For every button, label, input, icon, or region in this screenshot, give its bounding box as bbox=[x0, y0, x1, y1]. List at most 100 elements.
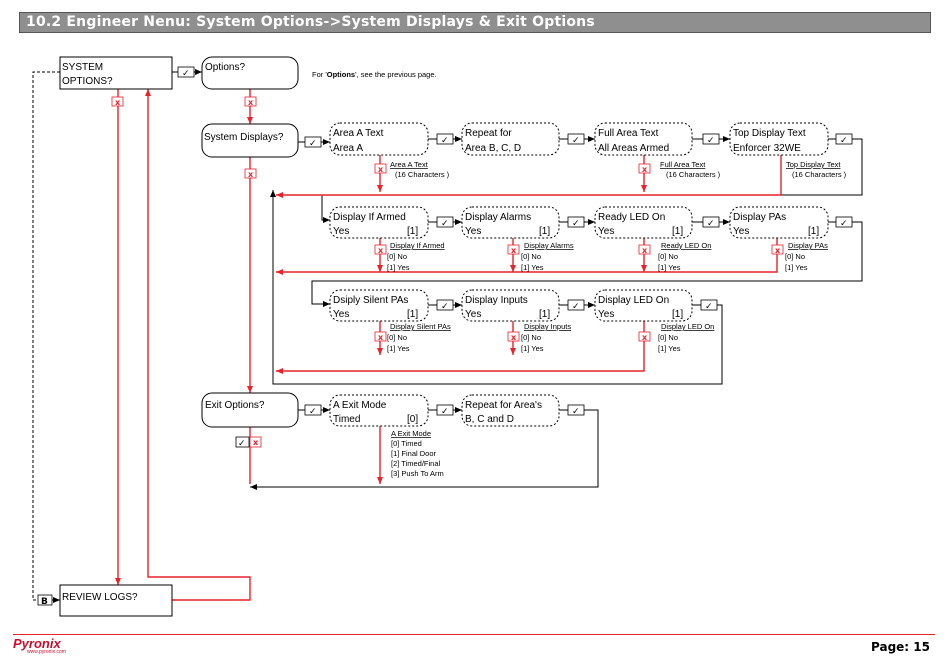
node-display-if-armed[interactable]: Display If Armed Yes [1] bbox=[329, 206, 429, 239]
note-a-exit-mode: A Exit Mode [0] Timed [1] Final Door [2]… bbox=[391, 429, 444, 478]
svg-text:SYSTEM: SYSTEM bbox=[62, 62, 103, 73]
svg-text:B: B bbox=[41, 597, 48, 607]
svg-text:Display PAs: Display PAs bbox=[733, 212, 786, 223]
note-display-alarms: Display Alarms [0] No [1] Yes bbox=[521, 241, 574, 272]
cross-key[interactable]: x bbox=[374, 163, 387, 174]
tick-key[interactable]: ✓ bbox=[235, 436, 250, 449]
node-ready-led-on[interactable]: Ready LED On Yes [1] bbox=[594, 206, 693, 239]
tick-key[interactable]: ✓ bbox=[436, 216, 454, 229]
cross-key[interactable]: x bbox=[111, 96, 124, 107]
node-repeat-bcd[interactable]: Repeat for Area B, C, D bbox=[461, 122, 560, 156]
cross-key[interactable]: x bbox=[638, 331, 651, 342]
tick-key[interactable]: ✓ bbox=[567, 216, 585, 229]
svg-text:Timed: Timed bbox=[333, 414, 360, 425]
node-display-alarms[interactable]: Display Alarms Yes [1] bbox=[461, 206, 560, 239]
svg-text:A Exit Mode: A Exit Mode bbox=[333, 400, 387, 411]
svg-text:✓: ✓ bbox=[572, 136, 580, 146]
tick-key[interactable]: ✓ bbox=[567, 299, 585, 312]
tick-key[interactable]: ✓ bbox=[567, 133, 585, 146]
tick-key[interactable]: ✓ bbox=[436, 299, 454, 312]
svg-text:x: x bbox=[642, 333, 648, 342]
tick-key[interactable]: ✓ bbox=[304, 136, 322, 149]
tick-key[interactable]: ✓ bbox=[702, 133, 720, 146]
svg-text:[1] Yes: [1] Yes bbox=[785, 263, 808, 272]
node-display-pas[interactable]: Display PAs Yes [1] bbox=[729, 206, 829, 239]
svg-text:[0] No: [0] No bbox=[658, 333, 678, 342]
cross-key[interactable]: x bbox=[507, 331, 520, 342]
cross-key[interactable]: x bbox=[249, 436, 262, 448]
note-display-silent-pas: Display Silent PAs [0] No [1] Yes bbox=[387, 322, 451, 353]
svg-text:[0] No: [0] No bbox=[521, 252, 541, 261]
svg-text:Display Silent PAs: Display Silent PAs bbox=[390, 322, 451, 331]
svg-text:Display LED On: Display LED On bbox=[598, 295, 669, 306]
svg-text:✓: ✓ bbox=[441, 407, 449, 417]
cross-key[interactable]: x bbox=[244, 168, 257, 179]
svg-text:Area B, C, D: Area B, C, D bbox=[465, 143, 521, 154]
svg-text:Display LED On: Display LED On bbox=[661, 322, 714, 331]
svg-text:✓: ✓ bbox=[309, 407, 317, 417]
b-key[interactable]: B bbox=[37, 594, 53, 607]
tick-key[interactable]: ✓ bbox=[702, 216, 720, 229]
node-system-options[interactable]: SYSTEM OPTIONS? bbox=[59, 56, 173, 90]
tick-key[interactable]: ✓ bbox=[700, 299, 718, 312]
svg-text:✓: ✓ bbox=[441, 302, 449, 312]
cross-key[interactable]: x bbox=[374, 244, 387, 255]
svg-text:✓: ✓ bbox=[840, 136, 848, 146]
svg-text:OPTIONS?: OPTIONS? bbox=[62, 76, 113, 87]
svg-text:[1]: [1] bbox=[808, 226, 819, 237]
svg-text:x: x bbox=[511, 333, 517, 342]
node-display-silent-pas[interactable]: Dsiply Silent PAs Yes [1] bbox=[329, 289, 429, 322]
tick-key[interactable]: ✓ bbox=[835, 216, 853, 229]
svg-text:B, C and D: B, C and D bbox=[465, 414, 514, 425]
node-area-a-text[interactable]: Area A Text Area A bbox=[329, 122, 429, 156]
page-number: Page: 15 bbox=[871, 640, 930, 654]
svg-text:Dsiply Silent PAs: Dsiply Silent PAs bbox=[333, 295, 408, 306]
node-full-area-text[interactable]: Full Area Text All Areas Armed bbox=[594, 122, 693, 156]
tick-key[interactable]: ✓ bbox=[177, 66, 195, 79]
note-display-led-on: Display LED On [0] No [1] Yes bbox=[658, 322, 714, 353]
svg-text:Full Area Text: Full Area Text bbox=[598, 128, 659, 139]
svg-text:[1]: [1] bbox=[672, 226, 683, 237]
node-review-logs[interactable]: REVIEW LOGS? bbox=[59, 584, 173, 617]
svg-text:[0] No: [0] No bbox=[387, 333, 407, 342]
tick-key[interactable]: ✓ bbox=[436, 133, 454, 146]
svg-text:(16 Characters ): (16 Characters ) bbox=[395, 170, 450, 179]
node-system-displays[interactable]: System Displays? bbox=[201, 123, 299, 158]
node-repeat-exit[interactable]: Repeat for Area's B, C and D bbox=[461, 394, 560, 427]
svg-text:x: x bbox=[248, 98, 254, 107]
svg-text:[1]: [1] bbox=[539, 226, 550, 237]
svg-text:✓: ✓ bbox=[441, 219, 449, 229]
node-display-led-on[interactable]: Display LED On Yes [1] bbox=[594, 289, 693, 322]
node-display-inputs[interactable]: Display Inputs Yes [1] bbox=[461, 289, 560, 322]
svg-text:✓: ✓ bbox=[840, 219, 848, 229]
node-exit-options[interactable]: Exit Options? bbox=[201, 392, 299, 428]
svg-text:Area A: Area A bbox=[333, 143, 363, 154]
tick-key[interactable]: ✓ bbox=[567, 404, 585, 417]
svg-text:[0] No: [0] No bbox=[521, 333, 541, 342]
svg-text:Yes: Yes bbox=[733, 226, 749, 237]
note-full-area-text: Full Area Text (16 Characters ) bbox=[660, 160, 721, 179]
tick-key[interactable]: ✓ bbox=[436, 404, 454, 417]
cross-key[interactable]: x bbox=[638, 244, 651, 255]
cross-key[interactable]: x bbox=[771, 244, 784, 255]
svg-text:Ready LED On: Ready LED On bbox=[661, 241, 711, 250]
svg-text:x: x bbox=[642, 246, 648, 255]
tick-key[interactable]: ✓ bbox=[304, 404, 322, 417]
svg-text:Yes: Yes bbox=[465, 226, 481, 237]
svg-text:✓: ✓ bbox=[572, 302, 580, 312]
svg-text:Options?: Options? bbox=[205, 62, 245, 73]
cross-key[interactable]: x bbox=[507, 244, 520, 255]
cross-key[interactable]: x bbox=[244, 96, 257, 107]
brand-website: www.pyronix.com bbox=[27, 649, 66, 655]
page-header: 10.2 Engineer Nenu: System Options->Syst… bbox=[19, 12, 931, 33]
cross-key[interactable]: x bbox=[374, 331, 387, 342]
svg-text:✓: ✓ bbox=[238, 439, 246, 449]
cross-key[interactable]: x bbox=[638, 163, 651, 174]
note-area-a-text: Area A Text (16 Characters ) bbox=[390, 160, 450, 179]
node-a-exit-mode[interactable]: A Exit Mode Timed [0] bbox=[329, 394, 429, 427]
tick-key[interactable]: ✓ bbox=[835, 133, 853, 146]
node-options[interactable]: Options? bbox=[201, 56, 299, 90]
node-top-display-text[interactable]: Top Display Text Enforcer 32WE bbox=[729, 122, 829, 156]
svg-text:✓: ✓ bbox=[309, 139, 317, 149]
svg-text:A Exit Mode: A Exit Mode bbox=[391, 429, 431, 438]
